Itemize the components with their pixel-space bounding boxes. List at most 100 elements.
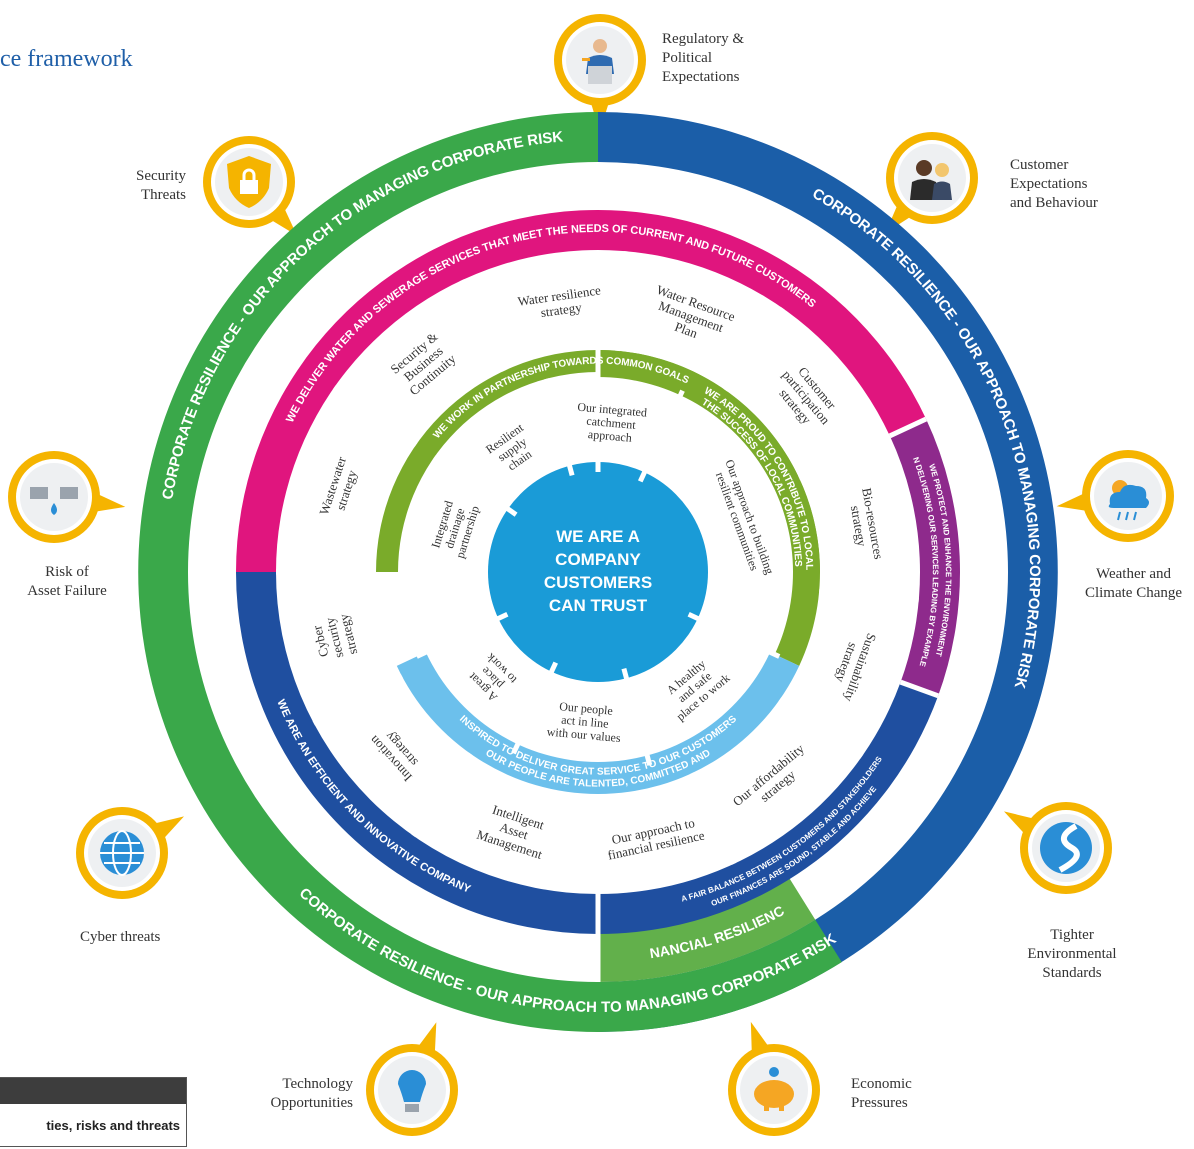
svg-text:Our approach tofinancial resil: Our approach tofinancial resilience [603, 813, 706, 862]
legend: ties, risks and threats [0, 1077, 187, 1147]
inner-divider-0 [432, 455, 518, 517]
environmental-standards-label: Tighter Environmental Standards [1027, 927, 1117, 981]
segment-supply-chain: Resilientsupplychain [483, 420, 542, 478]
asset-failure-label: Risk of Asset Failure [27, 564, 107, 599]
corporate-ring-bottom-right [598, 919, 842, 1032]
legend-text: ties, risks and threats [46, 1118, 180, 1133]
strategy-divider-4 [798, 433, 891, 481]
svg-text:Our integratedcatchmentapproac: Our integratedcatchmentapproach [575, 400, 648, 446]
corporate-ring-right [598, 112, 1058, 1032]
strategy-divider-5 [818, 588, 919, 603]
segment-intelligent-asset: IntelligentAssetManagement [475, 800, 553, 863]
svg-text:A greatplaceto work: A greatplaceto work [465, 651, 520, 706]
inner-divider-6 [415, 611, 509, 659]
svg-text:Wastewaterstrategy: Wastewaterstrategy [316, 454, 363, 521]
segment-innovation: Innovationstrategy [366, 723, 426, 785]
pin-security [203, 136, 298, 236]
strategy-divider-9 [411, 752, 473, 838]
outer-divider-finances [899, 679, 940, 699]
segment-water-resilience: Water resiliencestrategy [517, 282, 604, 323]
segment-water-resource: Water ResourceManagementPlan [645, 282, 738, 351]
strategy-divider-7 [689, 772, 737, 865]
segment-healthy: A healthyand safeplace to work [657, 651, 733, 724]
inner-divider-5 [511, 661, 559, 755]
svg-text:Customerparticipationstrategy: Customerparticipationstrategy [769, 358, 845, 437]
svg-text:Our affordabilitystrategy: Our affordabilitystrategy [730, 741, 817, 820]
outcome-band-finances [598, 682, 939, 934]
people-band [396, 652, 800, 794]
core-circle [488, 462, 708, 682]
outcome-band-deliver [236, 209, 927, 572]
pin-environmental [1003, 802, 1112, 894]
pin-weather [1056, 450, 1174, 542]
pin-regulatory [554, 14, 646, 132]
speaker-at-podium-icon [582, 39, 614, 84]
customer-expectations-label: Customer Expectations and Behaviour [1010, 157, 1098, 211]
segment-affordability: Our affordabilitystrategy [730, 741, 817, 820]
segment-sustainability: Sustainabilitystrategy [827, 626, 880, 704]
svg-text:A healthyand safeplace to work: A healthyand safeplace to work [657, 651, 733, 724]
corporate-ring-left [138, 112, 598, 1032]
proud-band [598, 350, 821, 666]
strategy-divider-6 [778, 697, 864, 759]
svg-text:Cybersecuritystrategy: Cybersecuritystrategy [308, 612, 360, 663]
rain-cloud-icon [1108, 480, 1149, 521]
piggy-bank-icon [754, 1067, 794, 1111]
segment-wastewater: Wastewaterstrategy [316, 454, 363, 521]
svg-text:Our approach to buildingresili: Our approach to buildingresilient commun… [710, 458, 777, 581]
strategy-divider-2 [614, 251, 629, 352]
svg-text:Water resiliencestrategy: Water resiliencestrategy [517, 282, 604, 323]
river-icon [1040, 822, 1092, 874]
segment-drainage: Integrateddrainagepartnership [428, 496, 482, 560]
light-bulb-icon [398, 1070, 426, 1112]
regulatory-label: Regulatory & Political Expectations [662, 31, 745, 85]
economic-label: Economic Pressures [851, 1076, 912, 1111]
outcome-band-protect [889, 419, 960, 696]
pin-customer [885, 132, 978, 233]
pin-economic [728, 1021, 820, 1136]
segment-great-place: A greatplaceto work [465, 651, 520, 706]
svg-text:Innovationstrategy: Innovationstrategy [366, 723, 426, 785]
padlock-shield-icon [227, 156, 271, 208]
segment-cyber-security: Cybersecuritystrategy [308, 612, 360, 663]
pin-technology [366, 1022, 458, 1136]
svg-text:IntelligentAssetManagement: IntelligentAssetManagement [475, 800, 553, 863]
strategy-divider-3 [723, 306, 785, 392]
legend-header [0, 1078, 186, 1104]
security-threats-label: Security Threats [136, 168, 186, 203]
segment-security: Security &BusinessContinuity [387, 329, 458, 399]
segment-values: Our peopleact in linewith our values [546, 699, 621, 745]
page-title: ce framework [0, 46, 133, 72]
svg-text:Security &BusinessContinuity: Security &BusinessContinuity [387, 329, 458, 399]
cyber-threats-label: Cyber threats [80, 929, 161, 945]
svg-text:Sustainabilitystrategy: Sustainabilitystrategy [827, 626, 879, 704]
segment-communities: Our approach to buildingresilient commun… [710, 458, 777, 581]
segment-financial-resilience: Our approach tofinancial resilience [603, 813, 706, 863]
strategy-divider-1 [459, 279, 507, 372]
segment-customer-participation: Customerparticipationstrategy [769, 358, 845, 437]
weather-label: Weather and Climate Change [1084, 566, 1183, 601]
inner-divider-2 [637, 389, 685, 483]
pin-asset [8, 451, 126, 543]
outer-divider-protect [888, 416, 928, 439]
technology-label: Technology Opportunities [270, 1076, 354, 1111]
svg-text:Water ResourceManagementPlan: Water ResourceManagementPlan [645, 282, 737, 351]
financial-ring [598, 877, 816, 982]
strategy-divider-10 [312, 674, 404, 726]
globe-icon [100, 830, 144, 876]
svg-text:Bio-resourcesstrategy: Bio-resourcesstrategy [845, 487, 886, 563]
segment-bio-resources: Bio-resourcesstrategy [845, 487, 887, 563]
leaking-pipe-icon [30, 487, 78, 515]
inner-divider-3 [687, 611, 781, 659]
svg-text:Integrateddrainagepartnership: Integrateddrainagepartnership [428, 496, 482, 559]
segment-catchment: Our integratedcatchmentapproach [575, 400, 648, 446]
inner-divider-1 [543, 378, 575, 477]
inner-divider-4 [621, 667, 653, 766]
pin-cyber [76, 807, 185, 899]
outcome-band-efficient [236, 572, 598, 934]
customers-icon [910, 160, 952, 200]
svg-text:Resilientsupplychain: Resilientsupplychain [483, 420, 542, 478]
